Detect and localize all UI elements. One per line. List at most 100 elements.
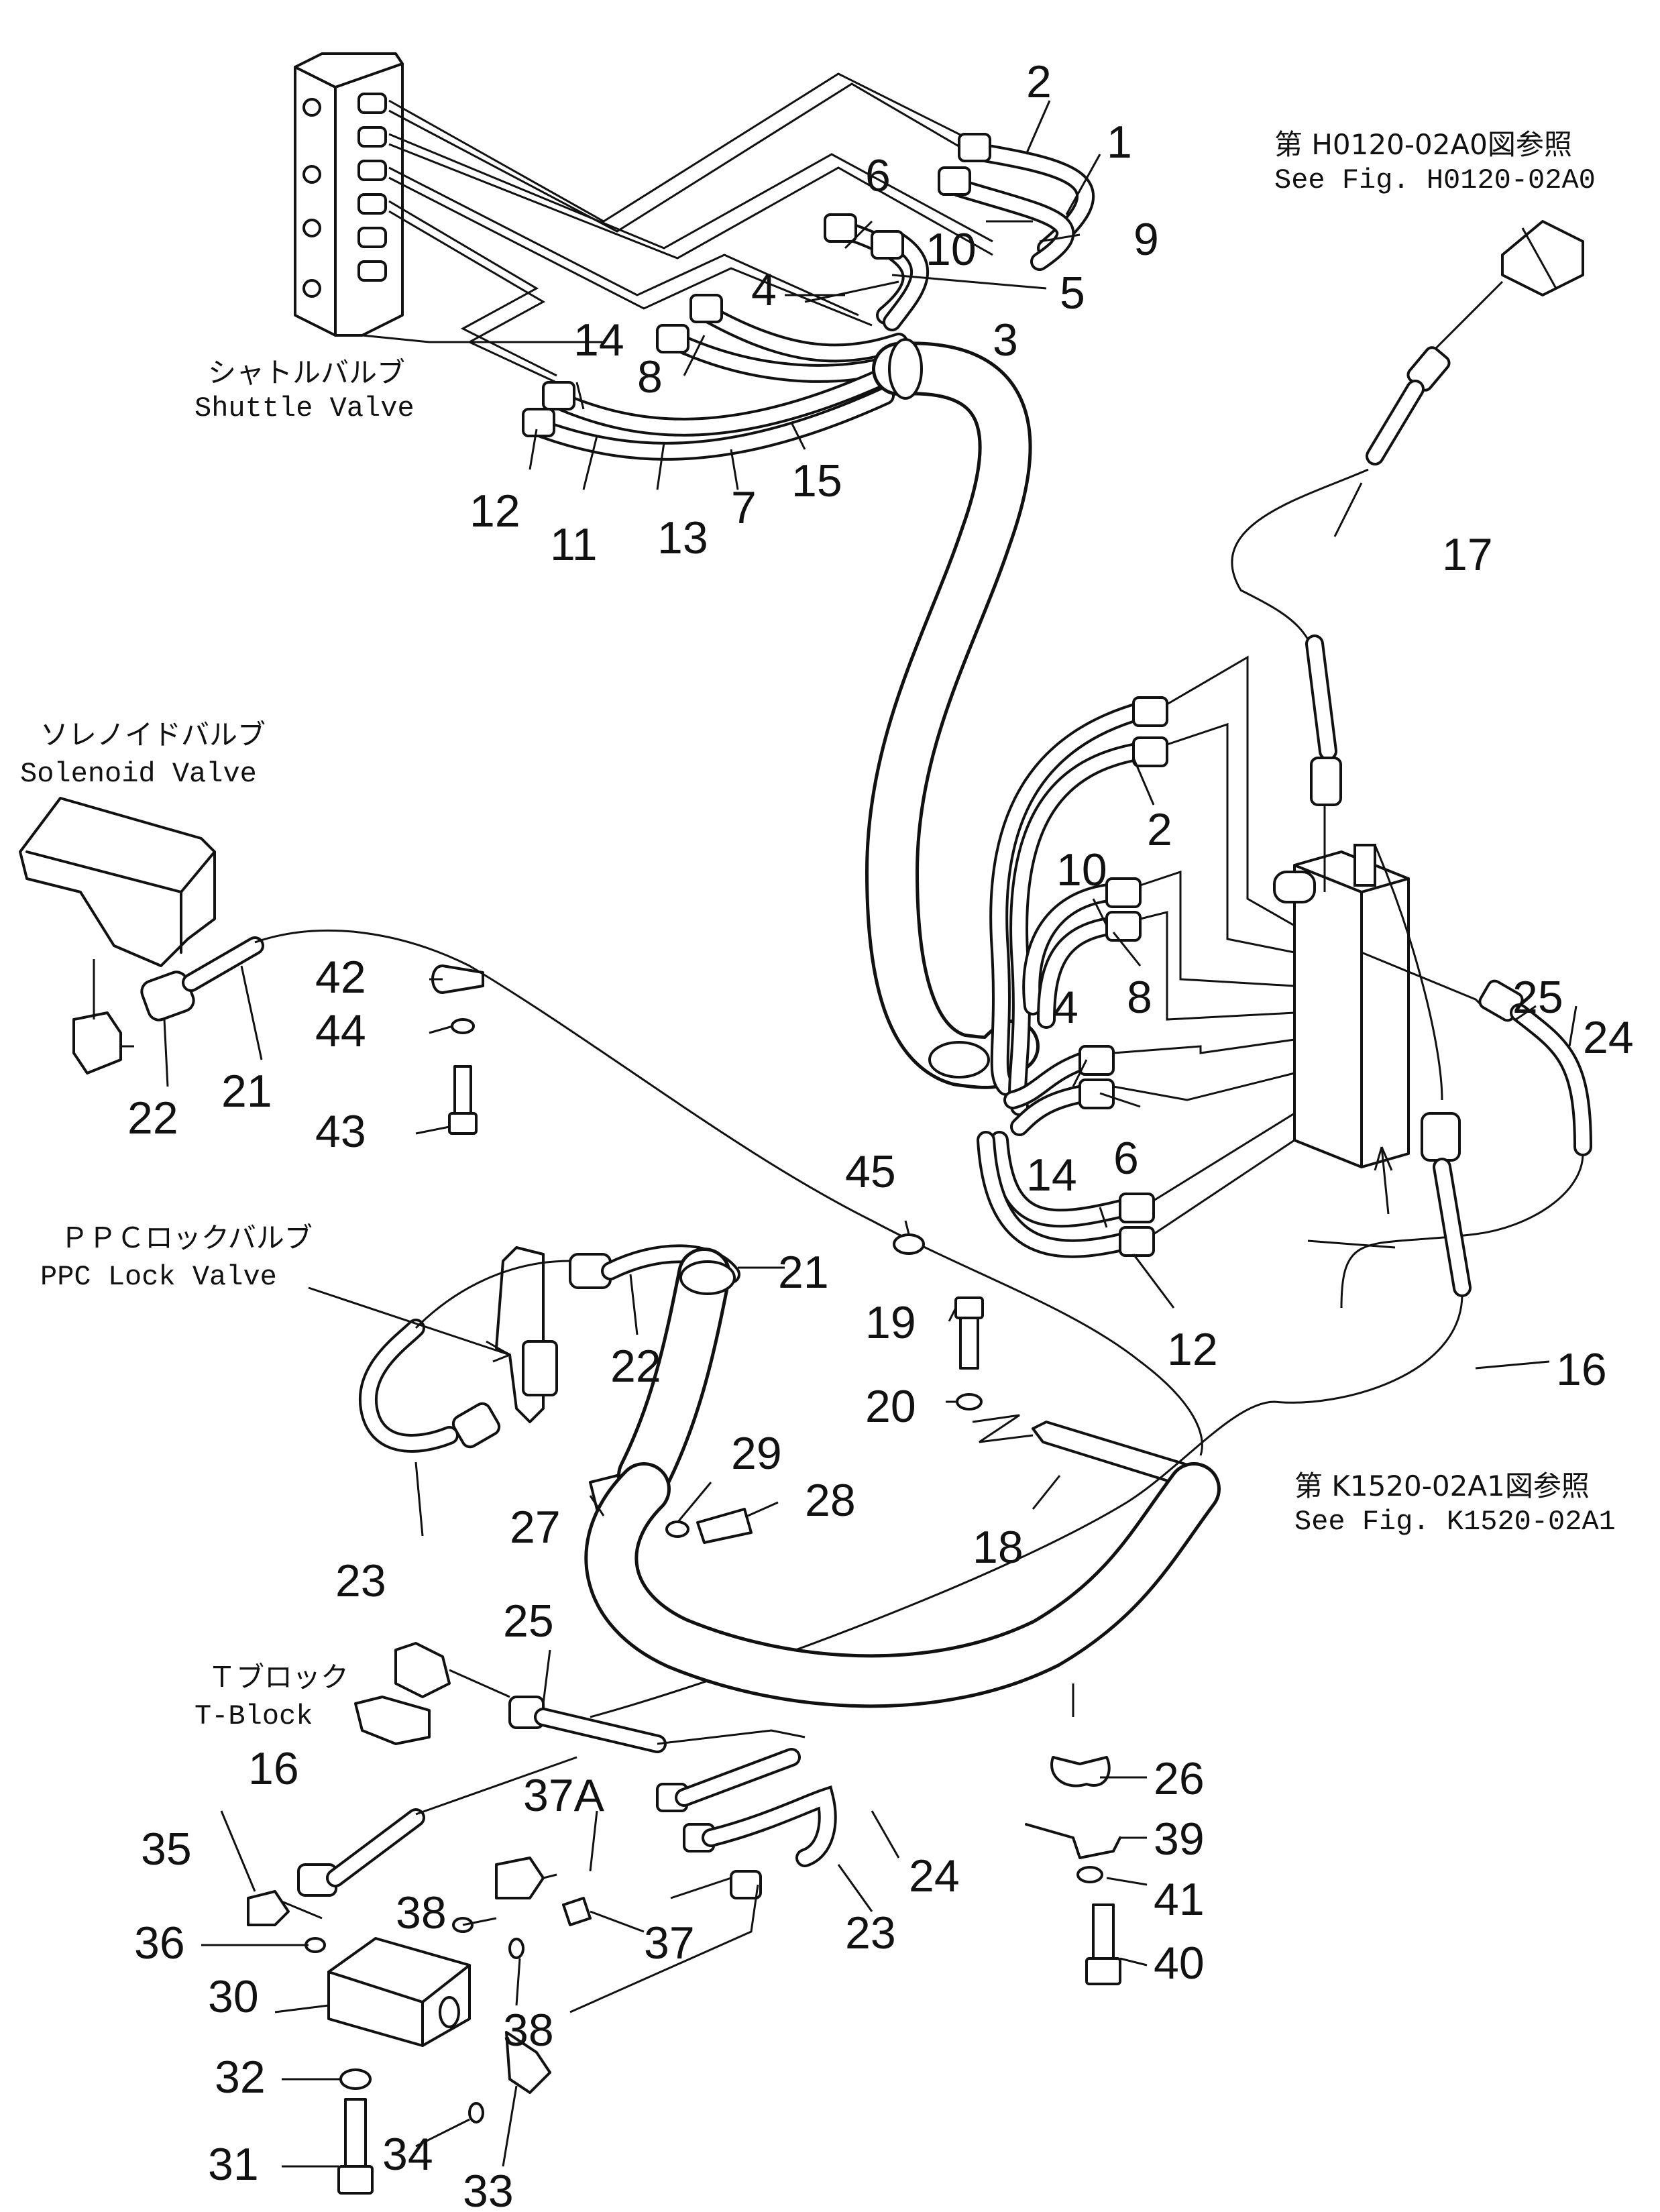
lower-fittings bbox=[247, 1748, 837, 2195]
ppc-lock-valve-label-jp: ＰＰＣロックバルブ bbox=[60, 1221, 313, 1254]
callout: 37A bbox=[523, 1770, 605, 1821]
right-hoses bbox=[977, 702, 1150, 1258]
t-block bbox=[354, 1642, 510, 1745]
callout: 8 bbox=[637, 351, 663, 402]
callout: 14 bbox=[1026, 1150, 1077, 1201]
ppc-lock-valve bbox=[495, 1246, 558, 1423]
stay-18-set bbox=[954, 1296, 1202, 1490]
callout: 4 bbox=[1053, 982, 1078, 1033]
callout: 12 bbox=[1167, 1324, 1218, 1375]
callout: 42 bbox=[315, 952, 366, 1003]
callout: 31 bbox=[208, 2139, 259, 2190]
band-45 bbox=[893, 1233, 925, 1255]
callout: 16 bbox=[248, 1743, 299, 1794]
callout: 3 bbox=[993, 315, 1018, 366]
solenoid-valve-label-en: Solenoid Valve bbox=[20, 758, 257, 790]
callout: 13 bbox=[657, 512, 708, 563]
callout: 19 bbox=[865, 1297, 916, 1348]
callout: 23 bbox=[845, 1907, 896, 1958]
component-arrows bbox=[308, 1146, 1393, 1363]
callout: 22 bbox=[127, 1093, 178, 1144]
callout: 16 bbox=[1556, 1344, 1607, 1395]
callout: 11 bbox=[550, 519, 598, 570]
callout: 40 bbox=[1154, 1938, 1205, 1989]
right-pipe-lines bbox=[1113, 655, 1295, 1235]
callout: 14 bbox=[573, 315, 624, 366]
callout: 30 bbox=[208, 1971, 259, 2022]
shuttle-valve-body bbox=[294, 52, 404, 337]
callout: 33 bbox=[463, 2166, 514, 2212]
clamp-42-set bbox=[431, 964, 484, 1135]
callout: 18 bbox=[973, 1522, 1023, 1573]
solenoid-valve-body bbox=[19, 797, 216, 1074]
callout: 28 bbox=[805, 1475, 856, 1526]
callout: 5 bbox=[1060, 268, 1085, 319]
callout: 2 bbox=[1147, 804, 1172, 855]
ref-top-right-jp: 第 H0120-02A0図参照 bbox=[1274, 128, 1572, 161]
callout: 10 bbox=[926, 224, 977, 275]
callout: 21 bbox=[778, 1247, 829, 1298]
clip-26-set bbox=[1025, 1756, 1121, 1985]
callout: 45 bbox=[845, 1146, 896, 1197]
callout: 41 bbox=[1154, 1874, 1205, 1925]
reference-top-right: 第 H0120-02A0図参照 See Fig. H0120-02A0 bbox=[1274, 128, 1596, 197]
top-hose-fittings bbox=[522, 133, 991, 437]
callout: 1 bbox=[1107, 117, 1132, 168]
callout: 22 bbox=[610, 1341, 661, 1392]
callout: 25 bbox=[503, 1596, 554, 1647]
callout: 23 bbox=[335, 1555, 386, 1606]
callout: 17 bbox=[1442, 529, 1493, 580]
callout: 8 bbox=[1127, 972, 1152, 1023]
callout: 7 bbox=[731, 482, 757, 533]
callout: 6 bbox=[1113, 1133, 1139, 1184]
callout: 20 bbox=[865, 1381, 916, 1432]
ppc-lock-valve-label-en: PPC Lock Valve bbox=[40, 1261, 277, 1293]
callout: 44 bbox=[315, 1005, 366, 1056]
callout: 38 bbox=[503, 2005, 554, 2056]
callout: 32 bbox=[215, 2052, 266, 2103]
ppc-hoses bbox=[358, 1244, 740, 1502]
hose-21-long bbox=[140, 929, 1203, 1456]
top-hoses bbox=[534, 142, 1095, 461]
callout: 6 bbox=[865, 150, 891, 201]
ref-mid-right-en: See Fig. K1520-02A1 bbox=[1294, 1506, 1616, 1538]
leader-lines bbox=[163, 100, 1578, 1537]
callout: 38 bbox=[396, 1887, 447, 1938]
callout: 35 bbox=[141, 1824, 192, 1875]
callout: 43 bbox=[315, 1106, 366, 1157]
callout: 25 bbox=[1512, 972, 1563, 1023]
ref-top-right-en: See Fig. H0120-02A0 bbox=[1274, 164, 1596, 197]
callout: 24 bbox=[1583, 1012, 1634, 1063]
callout: 2 bbox=[1026, 56, 1052, 107]
callout: 29 bbox=[731, 1428, 782, 1479]
callout: 15 bbox=[791, 455, 842, 506]
shuttle-valve-label-en: Shuttle Valve bbox=[195, 392, 414, 425]
callout: 4 bbox=[751, 264, 777, 315]
callout: 10 bbox=[1056, 844, 1107, 895]
lower-hose-loop bbox=[584, 1462, 1221, 1717]
callout: 24 bbox=[909, 1850, 960, 1901]
ref-mid-right-jp: 第 K1520-02A1図参照 bbox=[1294, 1470, 1590, 1502]
shuttle-valve-label-jp: シャトルバルブ bbox=[208, 356, 405, 389]
control-valve-body bbox=[1273, 844, 1410, 1168]
callout: 21 bbox=[221, 1066, 272, 1117]
right-hose-fittings bbox=[1078, 696, 1168, 1257]
callout: 37 bbox=[644, 1918, 695, 1969]
t-block-label-en: T-Block bbox=[195, 1700, 313, 1732]
hose-17 bbox=[1231, 220, 1584, 892]
t-block-label-jp: Ｔブロック bbox=[208, 1661, 349, 1694]
callout-numbers: 1 2 10 9 6 4 5 3 14 8 15 12 11 13 7 17 2… bbox=[127, 56, 1634, 2212]
callout: 27 bbox=[510, 1502, 561, 1553]
main-hose-bundle bbox=[865, 338, 1040, 1089]
callout: 34 bbox=[382, 2129, 433, 2180]
shuttle-pipe-lines bbox=[362, 72, 993, 387]
reference-mid-right: 第 K1520-02A1図参照 See Fig. K1520-02A1 bbox=[1294, 1470, 1616, 1538]
hoses-25-16-lower bbox=[297, 1696, 806, 1897]
callout: 36 bbox=[134, 1918, 185, 1969]
callout: 26 bbox=[1154, 1753, 1205, 1804]
callout: 12 bbox=[469, 486, 520, 537]
callout: 9 bbox=[1133, 214, 1159, 265]
callout-leaders-lower bbox=[201, 1649, 1148, 2168]
